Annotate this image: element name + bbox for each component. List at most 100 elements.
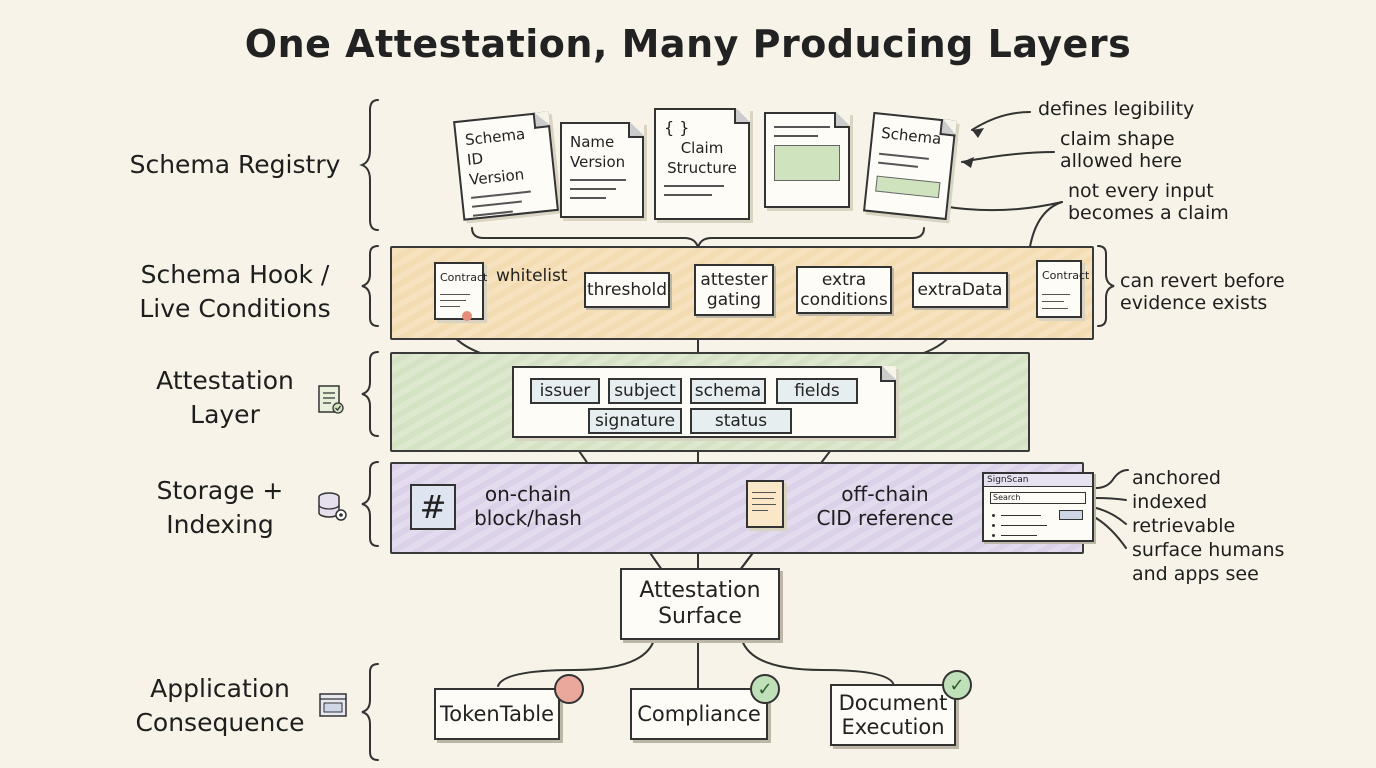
contract-right-label: Contract: [1042, 269, 1090, 282]
surface-line1: Attestation: [639, 578, 761, 603]
field-issuer[interactable]: issuer: [530, 378, 600, 404]
contract-left-doc[interactable]: Contract: [434, 262, 488, 321]
diagram-title: One Attestation, Many Producing Layers: [244, 22, 1132, 66]
dog-ear: [532, 111, 551, 129]
contract-left-label: Contract: [440, 271, 488, 284]
brace-revert: [1097, 245, 1115, 327]
database-gear-icon: [316, 490, 350, 524]
compliance-check-icon: ✓: [750, 674, 780, 704]
app-compliance[interactable]: Compliance: [630, 688, 768, 740]
schema-doc-schema-green-bar: [875, 175, 941, 199]
schema-doc-name-line2: Version: [570, 153, 626, 171]
signscan-title: SignScan: [984, 474, 1092, 487]
brace-under-schemas: [471, 227, 925, 249]
signscan-results: [992, 510, 1092, 541]
hook-threshold[interactable]: threshold: [584, 272, 670, 308]
storage-band: [390, 462, 1084, 554]
schema-doc-name-line1: Name: [570, 133, 615, 151]
note-retrievable: retrievable: [1132, 515, 1236, 537]
hook-extradata[interactable]: extraData: [912, 272, 1008, 308]
label-schema-registry: Schema Registry: [110, 148, 360, 182]
app-window-icon: [318, 692, 350, 720]
note-not-every-line1: not every input: [1068, 180, 1214, 202]
document-line2: Execution: [841, 715, 945, 739]
note-anchored: anchored: [1132, 467, 1221, 489]
tokentable-status-badge: [554, 674, 584, 704]
note-surface-line2: and apps see: [1132, 563, 1259, 585]
brace-schema-registry: [359, 99, 379, 231]
note-claim-shape-line2: allowed here: [1060, 150, 1182, 172]
schema-doc-schema[interactable]: Schema: [863, 111, 957, 221]
surface-notes: anchored indexed retrievable surface hum…: [1132, 466, 1284, 586]
schema-doc-name[interactable]: Name Version: [560, 122, 644, 218]
application-line1: Application: [150, 674, 290, 703]
surface-line2: Surface: [658, 604, 742, 629]
app-document-execution[interactable]: Document Execution: [830, 684, 956, 746]
schema-doc-schema-line1: Schema: [880, 123, 943, 149]
schema-registry-text: Schema Registry: [129, 150, 341, 179]
storage-onchain: on-chain block/hash: [468, 482, 588, 530]
schema-doc-claim[interactable]: { } Claim Structure: [654, 108, 750, 220]
brace-schema-hook: [361, 245, 379, 327]
field-signature[interactable]: signature: [588, 408, 682, 434]
note-claim-shape: claim shape allowed here: [1060, 128, 1182, 172]
note-revert-line1: can revert before: [1120, 270, 1285, 292]
seal-icon: [462, 311, 472, 321]
hook-extra-conditions[interactable]: extra conditions: [796, 266, 892, 314]
signscan-window[interactable]: SignScan Search: [982, 472, 1094, 542]
schema-doc-id[interactable]: Schema ID Version: [453, 111, 559, 221]
schema-hook-line2: Live Conditions: [139, 294, 331, 323]
field-schema[interactable]: schema: [690, 378, 766, 404]
contract-right-doc[interactable]: Contract: [1036, 260, 1090, 318]
note-surface-line1: surface humans: [1132, 539, 1285, 561]
attestation-doc-icon: [316, 384, 346, 416]
offchain-file-icon: [746, 480, 784, 528]
storage-offchain: off-chain CID reference: [810, 482, 960, 530]
hook-attester-line2: gating: [706, 290, 762, 310]
hook-attester-gating[interactable]: attester gating: [694, 264, 774, 316]
label-application: Application Consequence: [110, 672, 330, 740]
storage-line2: Indexing: [166, 510, 274, 539]
note-not-every: not every input becomes a claim: [1068, 180, 1229, 224]
app-tokentable[interactable]: TokenTable: [434, 688, 560, 740]
note-claim-shape-line1: claim shape: [1060, 128, 1175, 150]
signscan-search-input[interactable]: Search: [990, 492, 1086, 504]
schema-doc-claim-braces: { }: [664, 118, 690, 137]
brace-storage: [361, 461, 379, 547]
storage-onchain-line1: on-chain: [484, 482, 572, 506]
label-storage: Storage + Indexing: [110, 474, 330, 542]
schema-hook-line1: Schema Hook /: [140, 260, 330, 289]
schema-doc-blank[interactable]: [764, 112, 850, 208]
hash-icon: #: [410, 484, 456, 530]
brace-attestation: [361, 351, 379, 437]
hook-extra-line1: extra: [821, 270, 867, 290]
document-check-icon: ✓: [942, 670, 972, 700]
schema-doc-green-block: [774, 145, 840, 181]
note-not-every-line2: becomes a claim: [1068, 202, 1229, 224]
brace-application: [361, 663, 379, 761]
storage-offchain-line2: CID reference: [816, 506, 954, 530]
hook-attester-line1: attester: [700, 270, 768, 290]
field-fields[interactable]: fields: [776, 378, 858, 404]
storage-offchain-line1: off-chain: [841, 482, 929, 506]
note-revert: can revert before evidence exists: [1120, 270, 1285, 314]
schema-doc-claim-line1: Claim: [680, 139, 724, 157]
hook-whitelist: whitelist: [496, 266, 568, 286]
note-defines: defines legibility: [1038, 98, 1195, 120]
label-attestation: Attestation Layer: [110, 364, 340, 432]
attestation-line1: Attestation: [156, 366, 294, 395]
note-revert-line2: evidence exists: [1120, 292, 1268, 314]
storage-onchain-line2: block/hash: [474, 506, 582, 530]
storage-line1: Storage +: [156, 476, 284, 505]
attestation-line2: Layer: [190, 400, 260, 429]
application-line2: Consequence: [135, 708, 305, 737]
schema-doc-claim-line2: Structure: [667, 159, 737, 177]
field-status[interactable]: status: [690, 408, 792, 434]
attestation-surface[interactable]: Attestation Surface: [620, 568, 780, 640]
note-indexed: indexed: [1132, 491, 1208, 513]
field-subject[interactable]: subject: [608, 378, 682, 404]
label-schema-hook: Schema Hook / Live Conditions: [110, 258, 360, 326]
hook-extra-line2: conditions: [800, 290, 888, 310]
document-line1: Document: [838, 691, 948, 715]
